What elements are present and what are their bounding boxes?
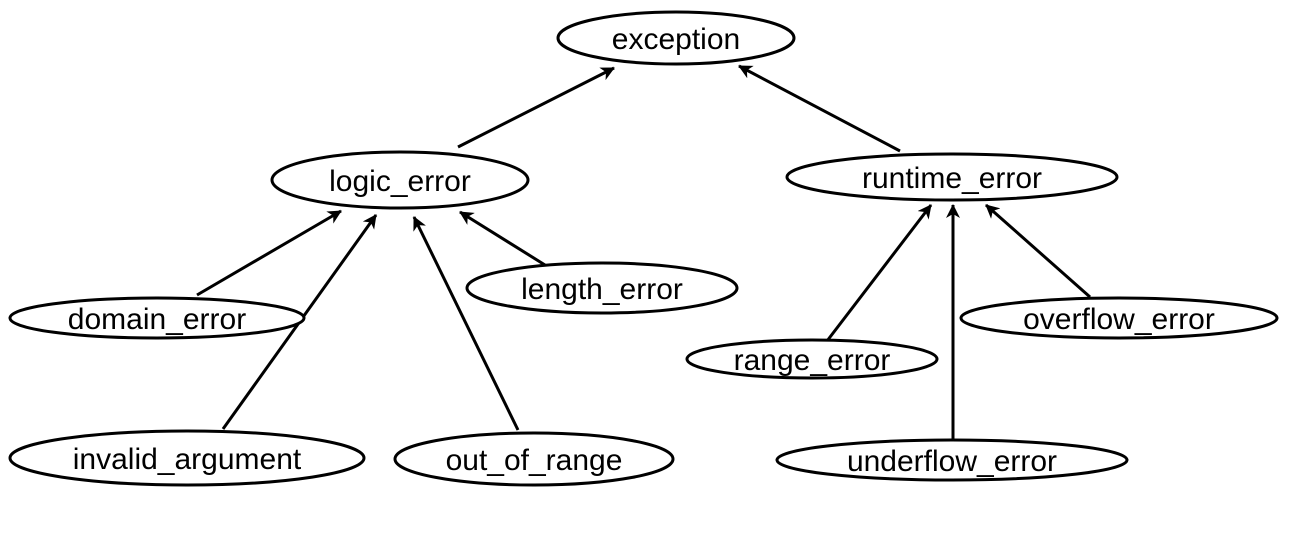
node-domain-error-label: domain_error: [68, 303, 246, 336]
node-underflow-error-ellipse: [775, 438, 1129, 482]
node-exception-label: exception: [612, 23, 740, 56]
node-length-error-ellipse: [465, 261, 739, 315]
node-domain-error: domain_error: [8, 296, 306, 340]
edge-out_of_range-logic_error: [412, 216, 520, 431]
node-exception-ellipse: [556, 10, 796, 66]
node-underflow-error-label: underflow_error: [847, 445, 1057, 478]
node-logic-error: logic_error: [270, 150, 530, 210]
edge-domain_error-logic_error: [196, 209, 342, 297]
node-invalid-argument: invalid_argument: [8, 429, 366, 487]
node-logic-error-label: logic_error: [329, 165, 471, 198]
node-domain-error-ellipse: [8, 296, 306, 340]
node-invalid-argument-ellipse: [8, 429, 366, 487]
node-logic-error-ellipse: [270, 150, 530, 210]
node-range-error-ellipse: [685, 338, 939, 380]
node-runtime-error-ellipse: [785, 152, 1119, 202]
node-overflow-error: overflow_error: [959, 296, 1279, 340]
node-range-error: range_error: [685, 338, 939, 380]
edge-range_error-runtime_error: [825, 204, 933, 342]
node-underflow-error: underflow_error: [775, 438, 1129, 482]
edge-overflow_error-runtime_error: [985, 203, 1091, 299]
node-runtime-error: runtime_error: [785, 152, 1119, 202]
node-out-of-range: out_of_range: [393, 431, 675, 487]
node-length-error: length_error: [465, 261, 739, 315]
node-out-of-range-ellipse: [393, 431, 675, 487]
node-length-error-label: length_error: [521, 273, 683, 306]
node-exception: exception: [556, 10, 796, 66]
node-out-of-range-label: out_of_range: [446, 444, 623, 477]
node-range-error-label: range_error: [734, 344, 891, 377]
edge-runtime_error-exception: [738, 64, 901, 153]
node-overflow-error-label: overflow_error: [1023, 303, 1215, 336]
node-invalid-argument-label: invalid_argument: [73, 443, 302, 476]
nodes: exception logic_error runtime_error doma…: [8, 10, 1279, 487]
edges: [196, 64, 1091, 439]
node-runtime-error-label: runtime_error: [862, 162, 1042, 195]
edge-logic_error-exception: [457, 66, 615, 149]
node-overflow-error-ellipse: [959, 296, 1279, 340]
edge-length_error-logic_error: [459, 210, 546, 267]
